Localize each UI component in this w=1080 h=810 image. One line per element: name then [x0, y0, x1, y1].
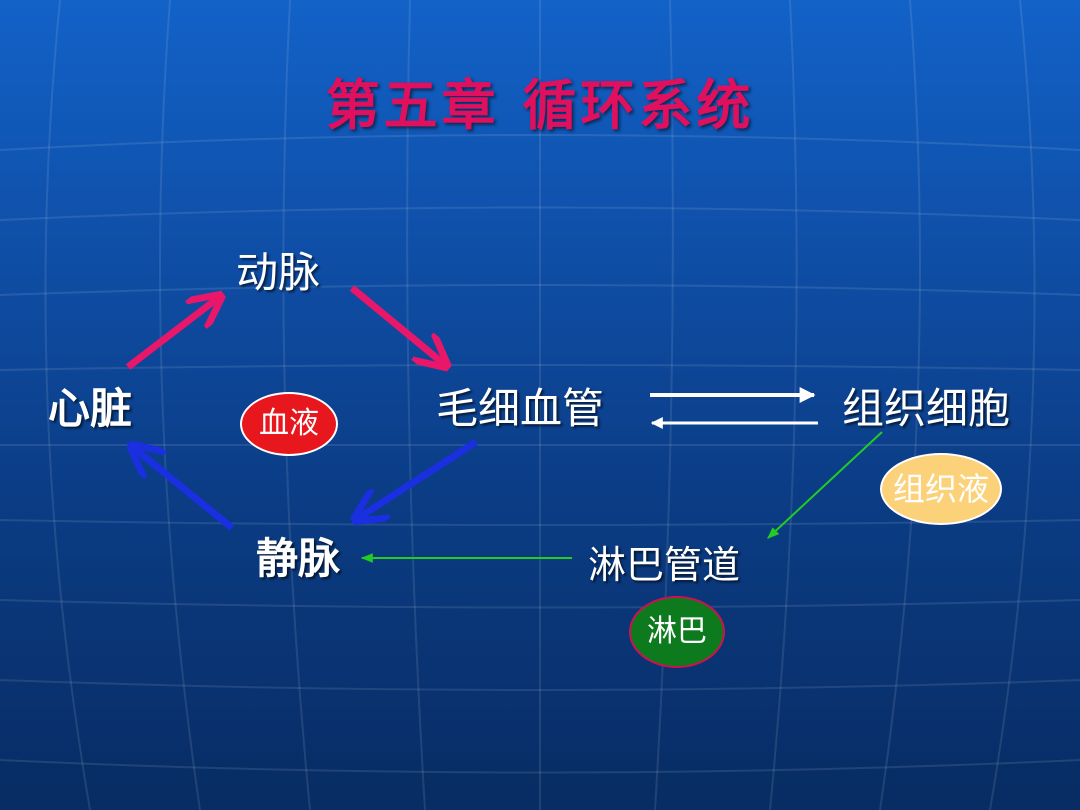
tissue-fluid-badge: 组织液 [880, 453, 1002, 525]
lymph-badge: 淋巴 [629, 596, 725, 668]
tissue-fluid-badge-label: 组织液 [892, 470, 989, 508]
blood-badge-label: 血液 [259, 406, 319, 441]
artery-to-capillary-arrow [349, 285, 444, 364]
lymph-duct-label: 淋巴管道 [588, 543, 741, 587]
vein-to-heart-arrow [134, 448, 235, 531]
capillary-to-vein-arrow [358, 439, 478, 518]
artery-label: 动脉 [236, 248, 321, 297]
tissue-cell-to-lymph-duct-arrow [767, 431, 883, 539]
heart-to-artery-arrow [125, 298, 218, 370]
vein-label: 静脉 [256, 534, 341, 583]
blood-badge: 血液 [240, 392, 338, 456]
heart-label: 心脏 [48, 384, 133, 433]
lymph-badge-label: 淋巴 [647, 614, 707, 649]
slide-title: 第五章 循环系统 [325, 73, 755, 137]
tissue-cell-label: 组织细胞 [842, 384, 1011, 433]
capillary-label: 毛细血管 [436, 384, 605, 433]
